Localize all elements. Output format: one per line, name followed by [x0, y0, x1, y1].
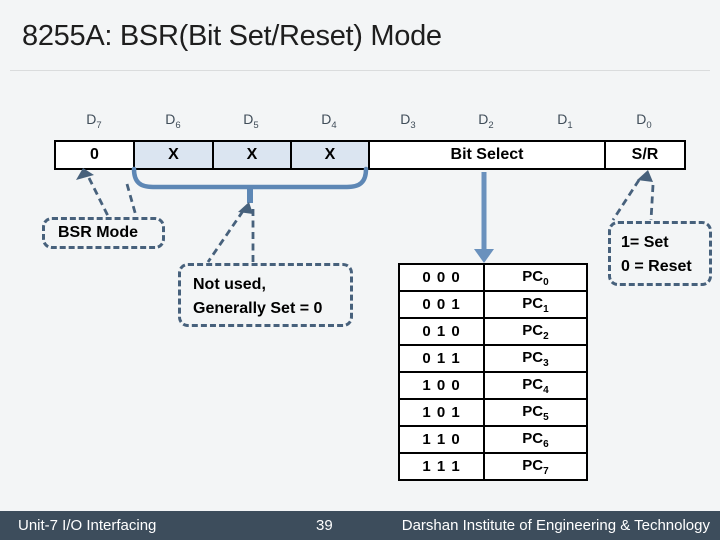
- set-reset-pointer: [611, 170, 655, 221]
- table-row: 0 0 1 PC1: [398, 290, 588, 319]
- table-row: 1 1 1 PC7: [398, 452, 588, 481]
- bits-cell: 1 0 0: [398, 371, 485, 400]
- footer-page-number: 39: [316, 517, 333, 534]
- bits-cell: 1 0 1: [398, 398, 485, 427]
- table-row: 0 1 0 PC2: [398, 317, 588, 346]
- bits-cell: 0 0 0: [398, 263, 485, 292]
- bits-cell: 1 1 1: [398, 452, 485, 481]
- port-cell: PC4: [483, 371, 588, 400]
- footer-institute-name: Darshan Institute of Engineering & Techn…: [401, 517, 710, 534]
- not-used-bracket: [131, 166, 369, 203]
- bit-label-d7: D7: [86, 111, 102, 131]
- title-divider: [10, 70, 710, 71]
- port-cell: PC3: [483, 344, 588, 373]
- register-cell-bit-select: Bit Select: [368, 140, 606, 170]
- not-used-line2: Generally Set = 0: [193, 300, 323, 317]
- set-reset-callout: 1= Set 0 = Reset: [608, 221, 712, 286]
- register-cell-d5-x: X: [212, 140, 292, 170]
- bsr-mode-callout: BSR Mode: [42, 217, 165, 249]
- bit-label-d3: D3: [400, 111, 416, 131]
- bits-cell: 0 1 1: [398, 344, 485, 373]
- bsr-mode-label: BSR Mode: [58, 224, 138, 241]
- bit-label-d0: D0: [636, 111, 652, 131]
- bits-cell: 0 0 1: [398, 290, 485, 319]
- bit-label-d4: D4: [321, 111, 337, 131]
- bit-select-arrow: [474, 172, 494, 263]
- slide-title: 8255A: BSR(Bit Set/Reset) Mode: [22, 20, 442, 52]
- set-reset-line2: 0 = Reset: [621, 258, 692, 275]
- not-used-line1: Not used,: [193, 276, 266, 293]
- set-reset-line1: 1= Set: [621, 234, 669, 251]
- table-row: 0 1 1 PC3: [398, 344, 588, 373]
- table-row: 0 0 0 PC0: [398, 263, 588, 292]
- bit-select-table: 0 0 0 PC0 0 0 1 PC1 0 1 0 PC2 0 1 1 PC3 …: [398, 263, 588, 481]
- port-cell: PC6: [483, 425, 588, 454]
- port-cell: PC7: [483, 452, 588, 481]
- footer-bar: Unit-7 I/O Interfacing 39 Darshan Instit…: [0, 511, 720, 540]
- footer-unit-title: Unit-7 I/O Interfacing: [18, 517, 157, 534]
- not-used-callout: Not used, Generally Set = 0: [178, 263, 353, 327]
- table-row: 1 0 1 PC5: [398, 398, 588, 427]
- port-cell: PC2: [483, 317, 588, 346]
- bit-label-d5: D5: [243, 111, 259, 131]
- register-cell-d6-x: X: [133, 140, 214, 170]
- bsr-mode-pointer: [76, 168, 138, 217]
- not-used-pointer: [206, 202, 255, 263]
- port-cell: PC1: [483, 290, 588, 319]
- bit-label-d2: D2: [478, 111, 494, 131]
- bit-label-d6: D6: [165, 111, 181, 131]
- table-row: 1 0 0 PC4: [398, 371, 588, 400]
- bits-cell: 0 1 0: [398, 317, 485, 346]
- table-row: 1 1 0 PC6: [398, 425, 588, 454]
- port-cell: PC5: [483, 398, 588, 427]
- register-cell-d7-bsr-flag: 0: [54, 140, 135, 170]
- register-cell-sr: S/R: [604, 140, 686, 170]
- bits-cell: 1 1 0: [398, 425, 485, 454]
- bit-label-d1: D1: [557, 111, 573, 131]
- port-cell: PC0: [483, 263, 588, 292]
- register-cell-d4-x: X: [290, 140, 370, 170]
